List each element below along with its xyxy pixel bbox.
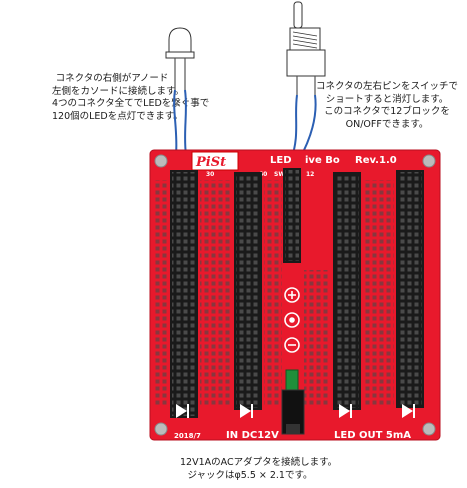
right-note-line-2: ショートすると消灯します。: [325, 93, 449, 105]
resistor-rows: [155, 180, 394, 406]
board-title-left: LED: [270, 155, 292, 166]
led-output-label: LED OUT 5mA: [334, 430, 411, 441]
label-30: 30: [206, 171, 214, 178]
mount-hole-tl: [154, 154, 168, 168]
diode-icons: [176, 404, 415, 418]
board-logo: PiSt: [195, 155, 226, 170]
label-12: 12: [306, 171, 314, 178]
board-date: 2018/7: [174, 432, 201, 440]
mount-hole-bl: [154, 422, 168, 436]
regulator-component: [285, 369, 299, 393]
led-component-icon: [165, 27, 195, 90]
mount-hole-tr: [422, 154, 436, 168]
left-note-line-3: 4つのコネクタ全てでLEDを繋ぐ事で: [52, 98, 210, 109]
toggle-switch-icon: [286, 1, 326, 95]
label-sw: SW: [274, 171, 285, 178]
label-60: 60: [259, 171, 267, 178]
led-wire-right: [184, 89, 187, 156]
power-input-label: IN DC12V: [226, 430, 279, 441]
power-polarity-icons: [284, 287, 300, 353]
right-annotation: コネクタの左右ピンをスイッチで ショートすると消灯します。 このコネクタで12ブ…: [312, 81, 462, 131]
bottom-annotation: 12V1AのACアダプタを接続します。 ジャックはφ5.5 × 2.1です。: [180, 456, 338, 482]
mount-hole-br: [422, 422, 436, 436]
bottom-note-line-1: 12V1AのACアダプタを接続します。: [180, 457, 338, 468]
led-wire-left: [173, 89, 178, 156]
board-title-mid: ive Bo: [305, 155, 340, 166]
left-note-line-4: 120個のLEDを点灯できます。: [52, 110, 183, 122]
left-note-line-1: コネクタの右側がアノード: [55, 73, 169, 84]
left-annotation: コネクタの右側がアノード 左側をカソードに接続します。 4つのコネクタ全てでLE…: [52, 73, 210, 123]
bottom-note-line-2: ジャックはφ5.5 × 2.1です。: [187, 470, 313, 481]
right-note-line-3: このコネクタで12ブロックを: [324, 106, 450, 117]
right-note-line-4: ON/OFFできます。: [345, 118, 429, 130]
board-title-rev: Rev.1.0: [355, 155, 397, 166]
right-note-line-1: コネクタの左右ピンをスイッチで: [315, 81, 459, 92]
left-note-line-2: 左側をカソードに接続します。: [52, 85, 185, 97]
